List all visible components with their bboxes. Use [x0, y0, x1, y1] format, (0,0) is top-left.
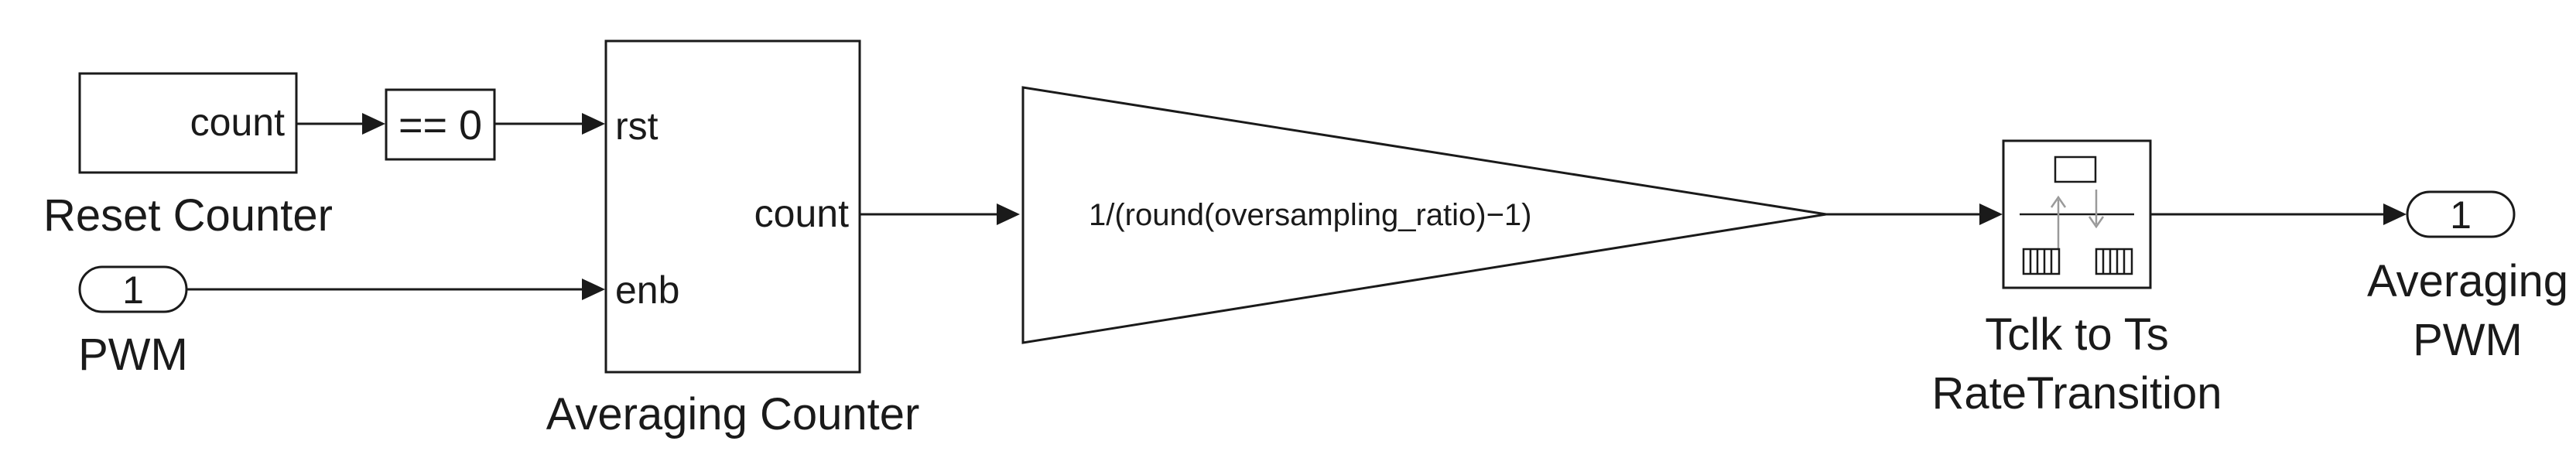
averaging-counter-block[interactable]: rst enb count [604, 39, 861, 374]
compare-to-zero-body[interactable] [385, 88, 496, 161]
compare-to-zero-block[interactable]: == 0 [385, 88, 496, 161]
wire-arrow [1979, 203, 2003, 225]
averaging-pwm-outport-name-line1: Averaging [2367, 256, 2568, 306]
rate-transition-name-line2: RateTransition [1931, 368, 2222, 419]
gain-triangle[interactable] [1021, 86, 1827, 344]
averaging-pwm-outport-name-line2: PWM [2413, 315, 2523, 365]
averaging-counter-count-port: count [754, 192, 849, 235]
wire-arrow [582, 279, 605, 300]
wire-arrow [997, 203, 1020, 225]
averaging-counter-enb-port: enb [615, 268, 679, 312]
gain-block[interactable]: 1/(round(oversampling_ratio)−1) [1021, 86, 1827, 344]
gain-expression: 1/(round(oversampling_ratio)−1) [1089, 198, 1532, 232]
averaging-counter-name: Averaging Counter [546, 389, 920, 439]
reset-counter-body[interactable] [78, 72, 298, 174]
averaging-pwm-outport-body[interactable] [2406, 190, 2516, 238]
averaging-counter-body[interactable] [604, 39, 861, 374]
wire-arrow [2383, 203, 2407, 225]
averaging-pwm-outport-number: 1 [2450, 193, 2472, 237]
pwm-inport-name: PWM [78, 330, 188, 380]
pwm-inport-number: 1 [122, 268, 144, 312]
averaging-pwm-outport-block[interactable]: 1 [2406, 190, 2516, 238]
compare-to-zero-label: == 0 [399, 102, 482, 149]
rate-transition-name-line1: Tclk to Ts [1985, 309, 2168, 360]
wire-arrow [362, 113, 385, 135]
rate-transition-block[interactable] [2002, 139, 2152, 289]
reset-counter-name: Reset Counter [43, 190, 333, 241]
wire-arrow [582, 113, 605, 135]
rate-transition-icon [2020, 156, 2134, 275]
reset-counter-block[interactable]: count [78, 72, 298, 174]
pwm-inport-block[interactable]: 1 [78, 265, 188, 313]
reset-counter-port-label: count [190, 101, 285, 144]
averaging-counter-rst-port: rst [615, 104, 659, 148]
